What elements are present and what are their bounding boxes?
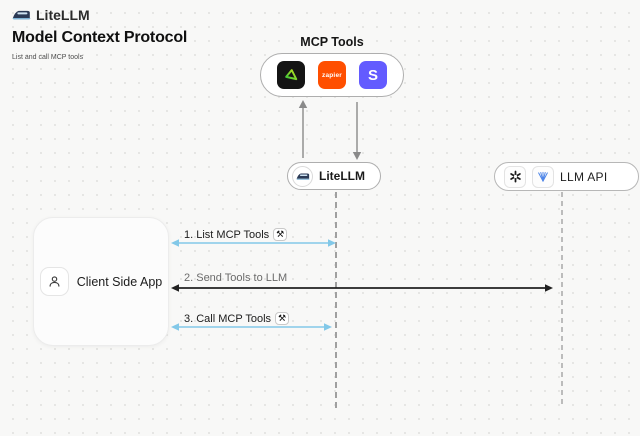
step-1-label: 1. List MCP Tools [184,228,270,241]
litellm-train-icon [12,9,31,21]
step-2-label-row: 2. Send Tools to LLM [184,272,287,284]
arrow-up-connector [298,100,308,158]
step3-arrow [171,323,332,331]
brand: LiteLLM [12,7,90,23]
stripe-letter: S [367,66,378,84]
client-node-label: Client Side App [76,274,163,289]
brand-label: LiteLLM [36,7,90,23]
mcp-tools-label: MCP Tools [300,35,364,49]
step-1-label-row: 1. List MCP Tools ⚒ [184,228,288,241]
litellm-logo-icon [292,165,313,187]
step-2-label: 2. Send Tools to LLM [184,272,288,284]
zapier-icon: zapier [318,61,346,89]
page-subtitle: List and call MCP tools [12,54,84,61]
openai-icon [504,165,526,188]
step-3-label-row: 3. Call MCP Tools ⚒ [184,312,290,325]
llm-api-node-label: LLM API [560,169,608,184]
mcp-tools-node: zapier S [260,53,404,97]
tools-badge-icon: ⚒ [275,312,290,325]
triangle-tool-icon [277,61,305,89]
person-icon [39,267,69,296]
arrow-down-connector [352,102,362,160]
step2-arrow [171,284,553,292]
stripe-icon: S [359,61,387,89]
step-3-label: 3. Call MCP Tools [184,312,272,325]
litellm-node-label: LiteLLM [319,169,365,183]
tools-badge-icon: ⚒ [273,228,288,241]
page-title: Model Context Protocol [12,29,188,46]
litellm-node: LiteLLM [287,162,381,190]
client-side-app-node: Client Side App [33,217,169,346]
llm-provider-icon [532,165,554,188]
llm-api-node: LLM API [494,162,639,191]
step1-arrow [171,239,336,247]
zapier-wordmark: zapier [322,71,342,79]
